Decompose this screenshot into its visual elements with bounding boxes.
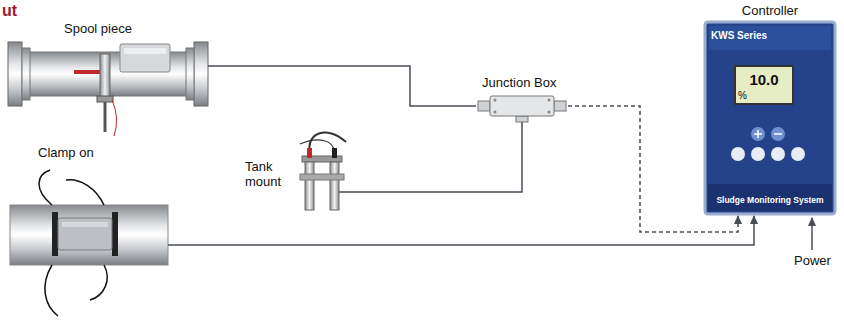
equipment-node: Spool piece: [8, 20, 208, 136]
wire-connector: [208, 66, 476, 106]
brand-label: KWS Series: [711, 30, 767, 42]
part-label: Junction Box: [482, 76, 556, 91]
clamp-on-drawing: [10, 170, 168, 316]
junction-box-drawing: [478, 96, 566, 122]
part-label: Clamp on: [38, 146, 94, 161]
tank-mount-drawing: [300, 133, 346, 210]
wire-connector: [568, 106, 738, 232]
equipment-node: Clamp on: [8, 140, 168, 322]
wire-connector: [168, 216, 754, 245]
power-label: Power: [794, 254, 831, 269]
power-arrow: [811, 218, 813, 250]
part-label: Tank mount: [245, 160, 297, 190]
equipment-node: Tank mount: [245, 140, 345, 220]
title-heading: ut: [2, 2, 17, 20]
wire-connector: [345, 122, 522, 192]
controller-drawing: [705, 22, 835, 214]
part-label: Controller: [703, 4, 837, 19]
equipment-node: ControllerKWS Series 10.0% Sludge Monitori…: [703, 4, 839, 216]
display-value: 10.0: [735, 71, 793, 88]
display-unit: %: [738, 90, 747, 102]
spool-piece-drawing: [8, 42, 208, 136]
panel-caption: Sludge Monitoring System: [703, 196, 837, 206]
equipment-node: Junction Box: [476, 76, 568, 122]
part-label: Spool piece: [64, 22, 132, 37]
